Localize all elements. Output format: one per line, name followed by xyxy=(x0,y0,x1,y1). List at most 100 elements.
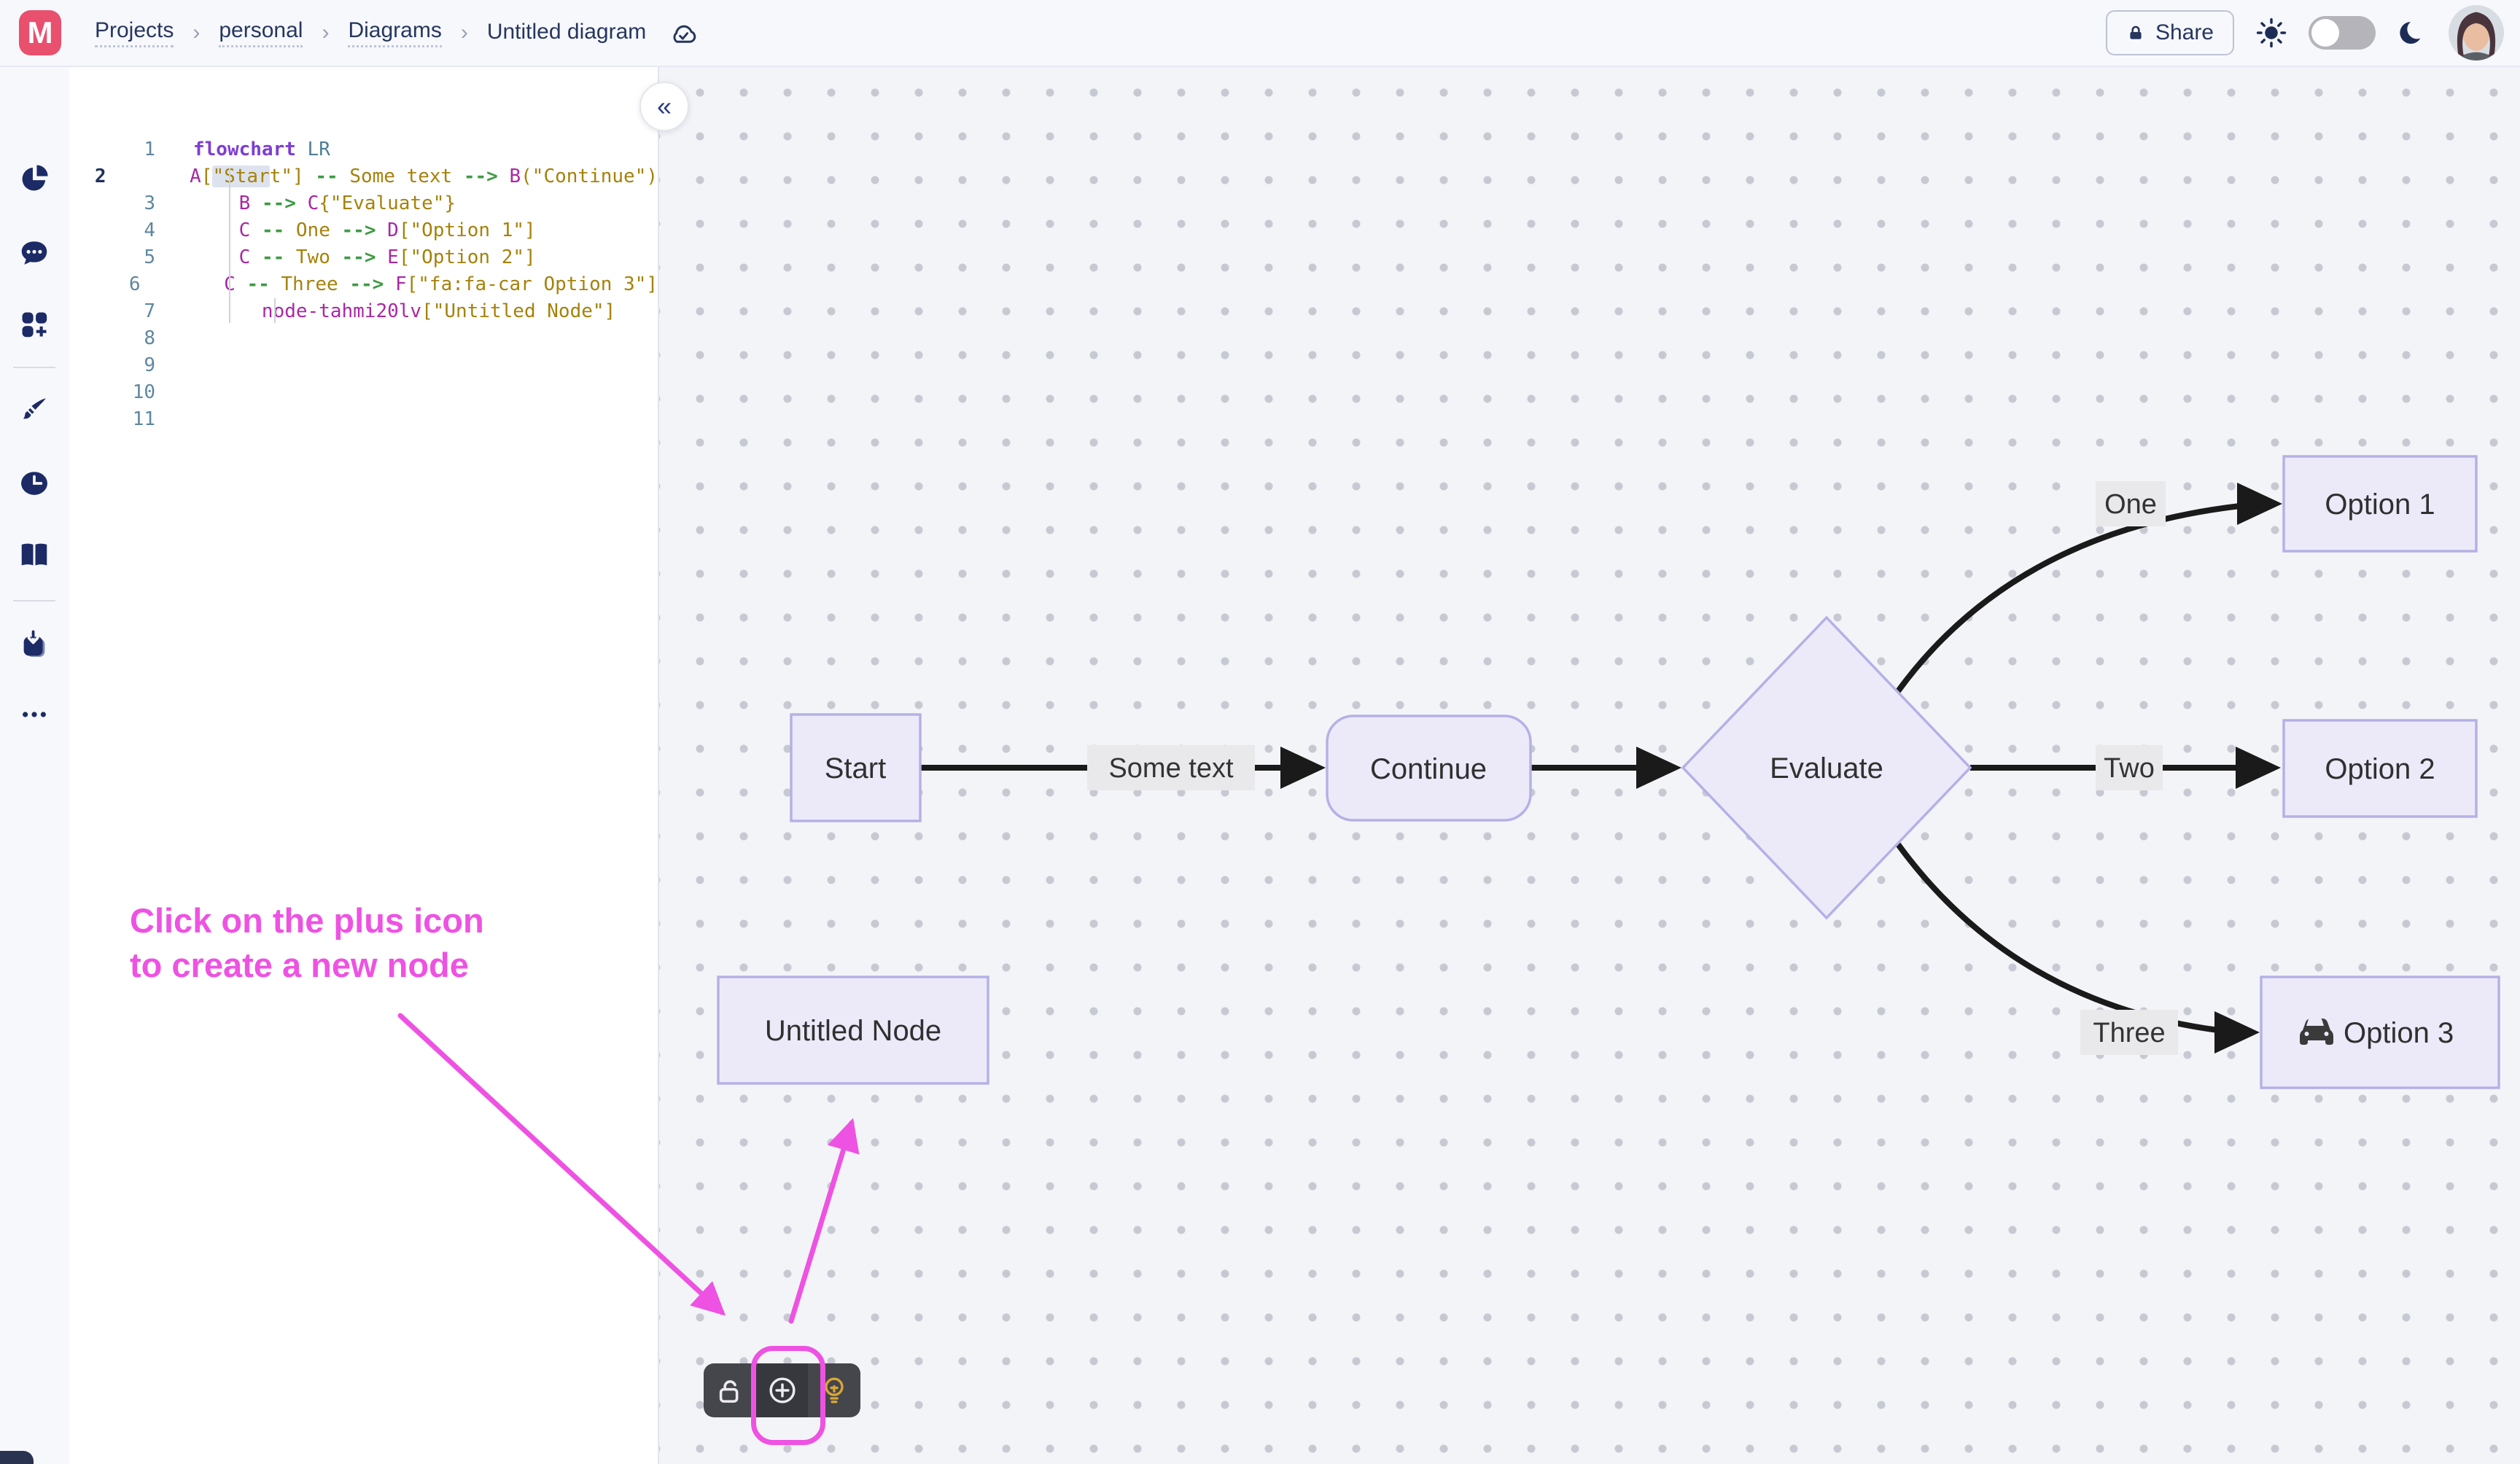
share-label: Share xyxy=(2155,20,2214,44)
avatar[interactable] xyxy=(2449,5,2504,61)
arrowhead xyxy=(1280,747,1326,789)
breadcrumb-separator: › xyxy=(460,20,468,44)
edge-evaluate-option3 xyxy=(1895,842,2219,1033)
indent-guide xyxy=(229,168,230,323)
sidebar-item-design[interactable] xyxy=(11,386,58,433)
theme-toggle-knob[interactable] xyxy=(2311,19,2339,47)
node-option1-label: Option 1 xyxy=(2325,488,2435,521)
book-icon xyxy=(21,543,47,566)
node-evaluate[interactable]: Evaluate xyxy=(1681,615,1972,920)
node-start-label: Start xyxy=(825,752,886,784)
sidebar-item-docs[interactable] xyxy=(11,532,58,579)
edge-label-bg xyxy=(1087,745,1255,790)
code-line[interactable]: 9 xyxy=(69,352,658,379)
clock-icon xyxy=(21,472,47,495)
line-number: 6 xyxy=(128,273,141,295)
indent-guide xyxy=(274,298,276,323)
line-number: 5 xyxy=(144,246,155,268)
node-continue-label: Continue xyxy=(1370,753,1487,785)
diagram-canvas[interactable]: Some text One Two Three Start Continue E… xyxy=(658,66,2520,1464)
canvas-toolbar xyxy=(704,1363,860,1417)
sidebar-item-history[interactable] xyxy=(11,460,58,507)
node-evaluate-label: Evaluate xyxy=(1770,752,1883,784)
breadcrumb: Projects › personal › Diagrams › Untitle… xyxy=(95,0,699,66)
code-line[interactable]: 10 xyxy=(69,379,658,406)
breadcrumb-personal[interactable]: personal xyxy=(219,18,303,47)
edge-label-bg xyxy=(2096,745,2163,790)
arrowhead xyxy=(1636,747,1681,789)
breadcrumb-separator: › xyxy=(192,20,201,44)
corner-peek-element xyxy=(0,1451,34,1464)
cloud-saved-icon xyxy=(668,20,699,46)
code-line[interactable]: 2 A["Start"] -- Some text --> B("Continu… xyxy=(69,163,658,190)
sidebar-divider xyxy=(13,367,55,368)
node-option3[interactable]: Option 3 xyxy=(2260,976,2500,1089)
node-untitled[interactable]: Untitled Node xyxy=(717,976,989,1085)
plus-circle-icon xyxy=(769,1377,796,1403)
annotation-line2: to create a new node xyxy=(130,946,469,984)
code-line[interactable]: 4 C -- One --> D["Option 1"] xyxy=(69,217,658,244)
unlock-button[interactable] xyxy=(704,1363,756,1417)
code-line[interactable]: 11 xyxy=(69,406,658,433)
collapse-editor-button[interactable]: « xyxy=(639,82,689,131)
paintbrush-icon xyxy=(23,398,46,419)
node-option1[interactable]: Option 1 xyxy=(2282,455,2478,553)
car-icon xyxy=(2300,1018,2333,1045)
edge-label-some-text[interactable]: Some text xyxy=(1108,753,1234,784)
node-option2[interactable]: Option 2 xyxy=(2282,719,2478,818)
moon-icon xyxy=(2400,19,2427,44)
code-line[interactable]: 8 xyxy=(69,325,658,352)
lightbulb-icon xyxy=(825,1377,844,1403)
more-ellipsis-icon xyxy=(23,712,46,717)
flowchart-svg: Some text One Two Three Start Continue E… xyxy=(717,455,2500,1089)
breadcrumb-diagrams[interactable]: Diagrams xyxy=(348,18,442,47)
import-icon xyxy=(23,630,45,657)
sidebar-item-shapes[interactable] xyxy=(11,301,58,348)
edge-label-one[interactable]: One xyxy=(2104,489,2157,520)
share-button[interactable]: Share xyxy=(2105,10,2234,55)
line-number: 8 xyxy=(144,327,155,349)
edge-evaluate-option1 xyxy=(1895,503,2241,693)
node-untitled-label: Untitled Node xyxy=(765,1015,941,1047)
edge-label-bg xyxy=(2096,481,2166,526)
mermaid-logo[interactable]: M xyxy=(19,10,61,55)
sidebar-item-comments[interactable] xyxy=(11,230,58,276)
sidebar-item-diagram[interactable] xyxy=(11,155,58,202)
theme-toggle[interactable] xyxy=(2309,16,2376,50)
code-line[interactable]: 5 C -- Two --> E["Option 2"] xyxy=(69,244,658,271)
edge-labels: Some text One Two Three xyxy=(1087,481,2178,1055)
icon-sidebar xyxy=(0,66,69,1464)
node-option2-label: Option 2 xyxy=(2325,753,2435,785)
arrowhead xyxy=(2236,747,2281,789)
breadcrumb-projects[interactable]: Projects xyxy=(95,18,174,47)
code-line[interactable]: 3 B --> C{"Evaluate"} xyxy=(69,190,658,217)
edge-label-bg xyxy=(2080,1010,2178,1055)
line-number: 3 xyxy=(144,192,155,214)
line-number: 10 xyxy=(132,381,155,403)
top-bar: M Projects › personal › Diagrams › Untit… xyxy=(0,0,2520,67)
code-line[interactable]: 6 C -- Three --> F["fa:fa-car Option 3"] xyxy=(69,271,658,298)
node-continue[interactable]: Continue xyxy=(1326,715,1532,822)
shapes-plus-icon xyxy=(22,312,47,338)
line-number: 11 xyxy=(132,408,155,430)
sidebar-item-more[interactable] xyxy=(11,691,58,738)
chat-bubble-icon xyxy=(21,241,47,265)
sidebar-item-import[interactable] xyxy=(11,622,58,669)
node-start[interactable]: Start xyxy=(790,713,922,822)
edge-label-two[interactable]: Two xyxy=(2104,753,2155,784)
unlock-icon xyxy=(719,1380,739,1403)
code-line[interactable]: 7 node-tahmi20lv["Untitled Node"] xyxy=(69,298,658,325)
flowchart-nodes: Start Continue Evaluate Option 1 Option … xyxy=(717,455,2500,1089)
suggestions-button[interactable] xyxy=(808,1363,860,1417)
add-node-button[interactable] xyxy=(755,1363,809,1417)
lock-icon xyxy=(2130,26,2142,39)
sun-icon xyxy=(2256,17,2287,48)
breadcrumb-diagram-title[interactable]: Untitled diagram xyxy=(486,19,647,44)
edge-label-three[interactable]: Three xyxy=(2093,1018,2165,1048)
annotation-text: Click on the plus icon to create a new n… xyxy=(130,898,484,987)
edge-arrowheads xyxy=(1280,483,2282,1054)
